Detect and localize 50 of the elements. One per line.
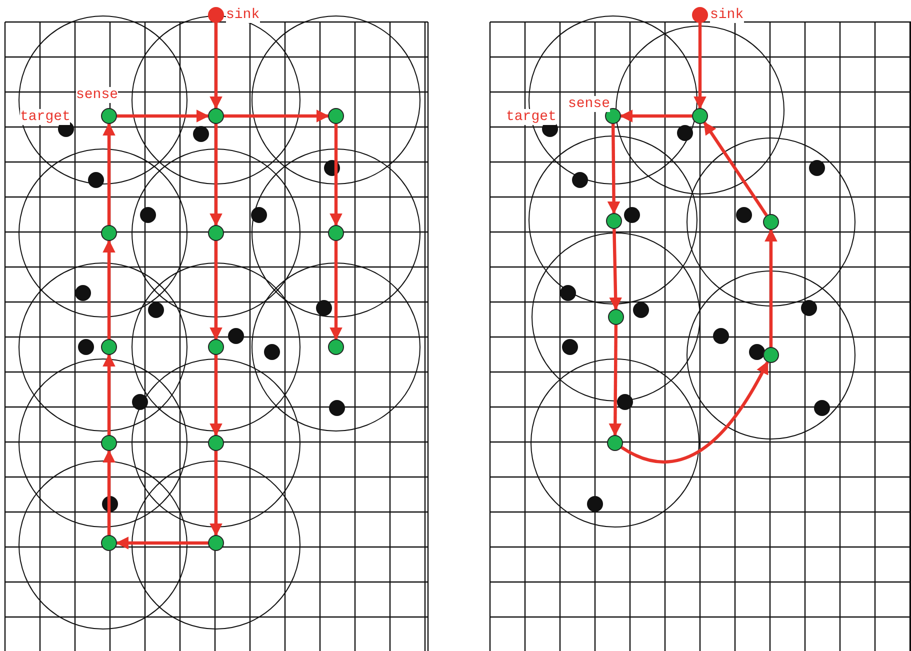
sensor-node — [101, 225, 117, 241]
arrow — [116, 536, 208, 550]
sensor-node — [101, 535, 117, 551]
node-label: sense — [568, 96, 610, 112]
arrow — [210, 451, 222, 536]
arrow — [694, 23, 706, 110]
text-label: target — [506, 109, 556, 125]
arrow — [210, 124, 222, 226]
sensor-node — [328, 108, 344, 124]
sensor-node — [208, 535, 224, 551]
text-label: target — [20, 109, 70, 125]
sensor-node — [208, 435, 224, 451]
sink-node — [692, 7, 708, 23]
sensor-node — [606, 213, 622, 229]
arrow — [607, 124, 620, 214]
sensor-node — [328, 225, 344, 241]
node-label: sink — [710, 7, 744, 23]
sensor-node — [101, 435, 117, 451]
sensor-node — [763, 347, 779, 363]
arrow — [224, 110, 330, 122]
sensor-node — [607, 435, 623, 451]
arrow — [620, 110, 692, 122]
node-label: sink — [226, 7, 260, 23]
arrow — [608, 324, 622, 436]
arrow — [102, 240, 116, 339]
arrow — [703, 122, 768, 216]
sensor-node — [208, 108, 224, 124]
arrow — [102, 450, 116, 535]
sensor-node — [208, 225, 224, 241]
arrow — [330, 124, 342, 226]
sensor-node — [101, 339, 117, 355]
arrow — [210, 355, 222, 436]
node-label: sense — [76, 87, 118, 103]
sensor-node — [605, 108, 621, 124]
arrow — [210, 23, 222, 110]
arrow — [330, 241, 342, 340]
sensor-node — [763, 214, 779, 230]
arrow — [117, 110, 210, 122]
sensor-node — [328, 339, 344, 355]
sensor-node — [692, 108, 708, 124]
sensor-node — [101, 108, 117, 124]
arrow — [764, 228, 778, 347]
sensor-node — [608, 309, 624, 325]
arrow — [102, 354, 116, 435]
arrow — [102, 122, 116, 225]
arrow — [609, 228, 622, 310]
sink-node — [208, 7, 224, 23]
arrow — [620, 361, 769, 464]
sensor-node — [208, 339, 224, 355]
arrow — [210, 241, 222, 340]
